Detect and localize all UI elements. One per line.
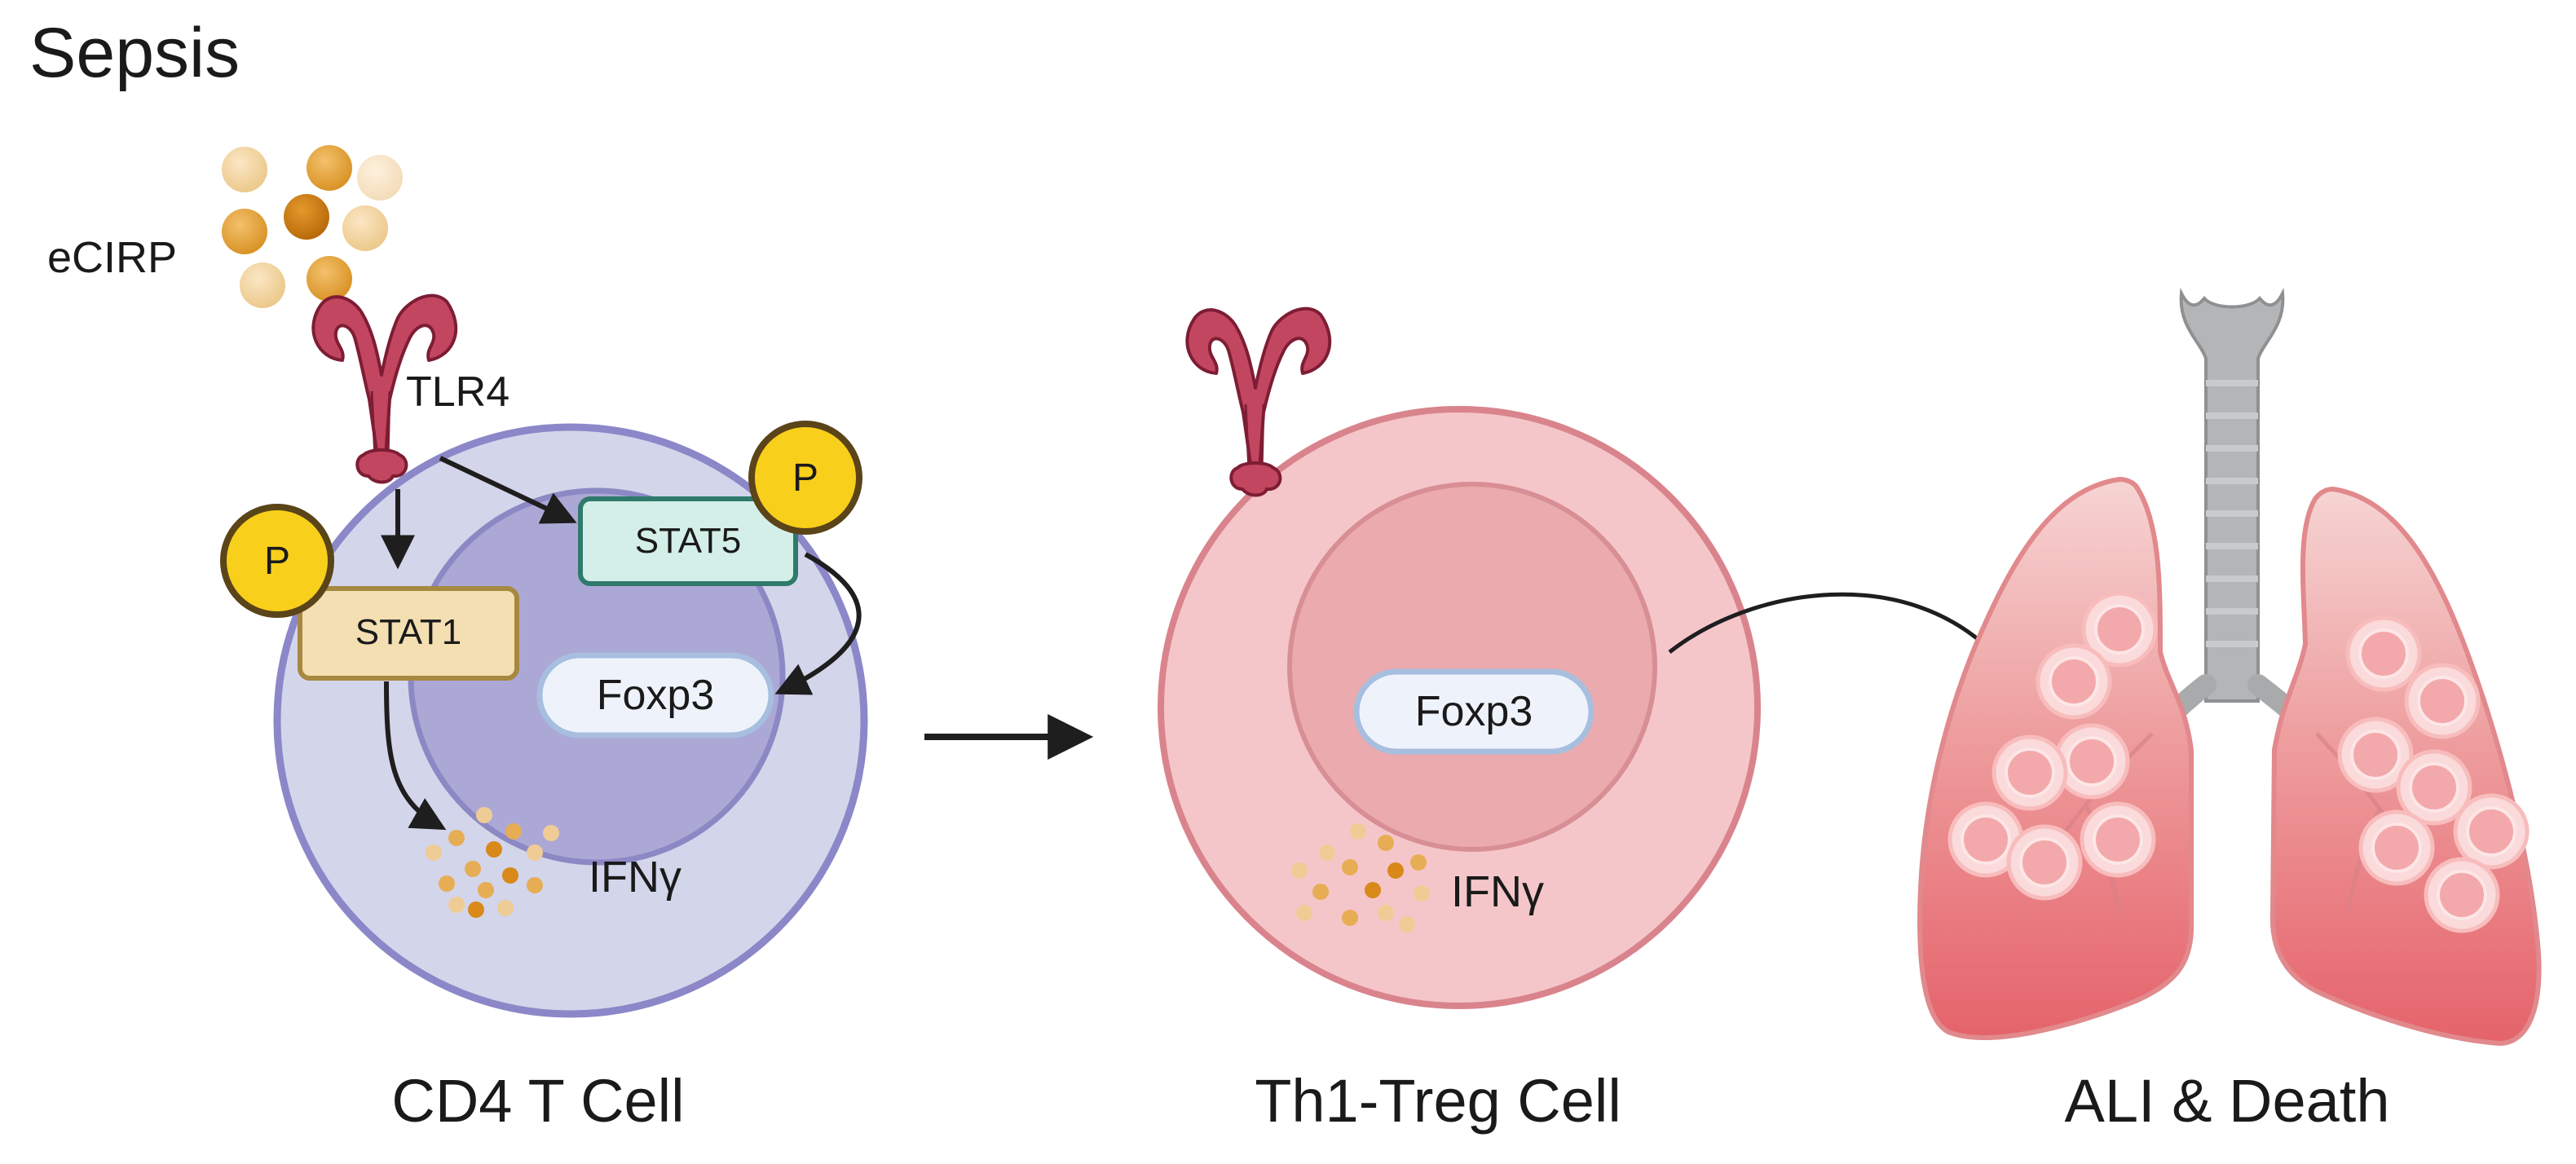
signaling-arrows <box>381 456 862 831</box>
treg-caption: Th1-Treg Cell <box>1255 1067 1621 1135</box>
stat1-box: STAT1 <box>298 586 519 681</box>
stat5-box: STAT5 <box>578 496 798 586</box>
ali-caption: ALI & Death <box>2064 1067 2389 1135</box>
to-lungs-arrow <box>1668 592 2001 662</box>
phospho-label-stat1: P <box>264 540 290 583</box>
phospho-badge-stat5: P <box>748 421 862 535</box>
ecirp-label: eCIRP <box>47 233 177 282</box>
cytokine-dots-treg <box>1291 823 1430 933</box>
tlr4-label: TLR4 <box>406 368 509 416</box>
trachea-icon <box>2142 287 2327 744</box>
diagram-title: Sepsis <box>29 14 240 92</box>
ifng-label-cd4: IFNγ <box>589 853 681 902</box>
cd4-caption: CD4 T Cell <box>391 1067 684 1135</box>
foxp3-pill-treg: Foxp3 <box>1353 668 1595 755</box>
phospho-badge-stat1: P <box>220 504 334 618</box>
lungs-icon <box>1917 287 2542 1047</box>
foxp3-label-treg: Foxp3 <box>1415 688 1533 735</box>
ecirp-particles <box>222 145 403 308</box>
cytokine-dots <box>426 807 559 918</box>
treg-nucleus <box>1287 482 1657 852</box>
ifng-label-treg: IFNγ <box>1451 867 1544 916</box>
foxp3-label-cd4: Foxp3 <box>597 672 715 719</box>
foxp3-pill-cd4: Foxp3 <box>536 652 774 739</box>
phospho-label-stat5: P <box>792 456 818 500</box>
stat1-label: STAT1 <box>355 612 461 652</box>
stat5-label: STAT5 <box>635 521 741 561</box>
